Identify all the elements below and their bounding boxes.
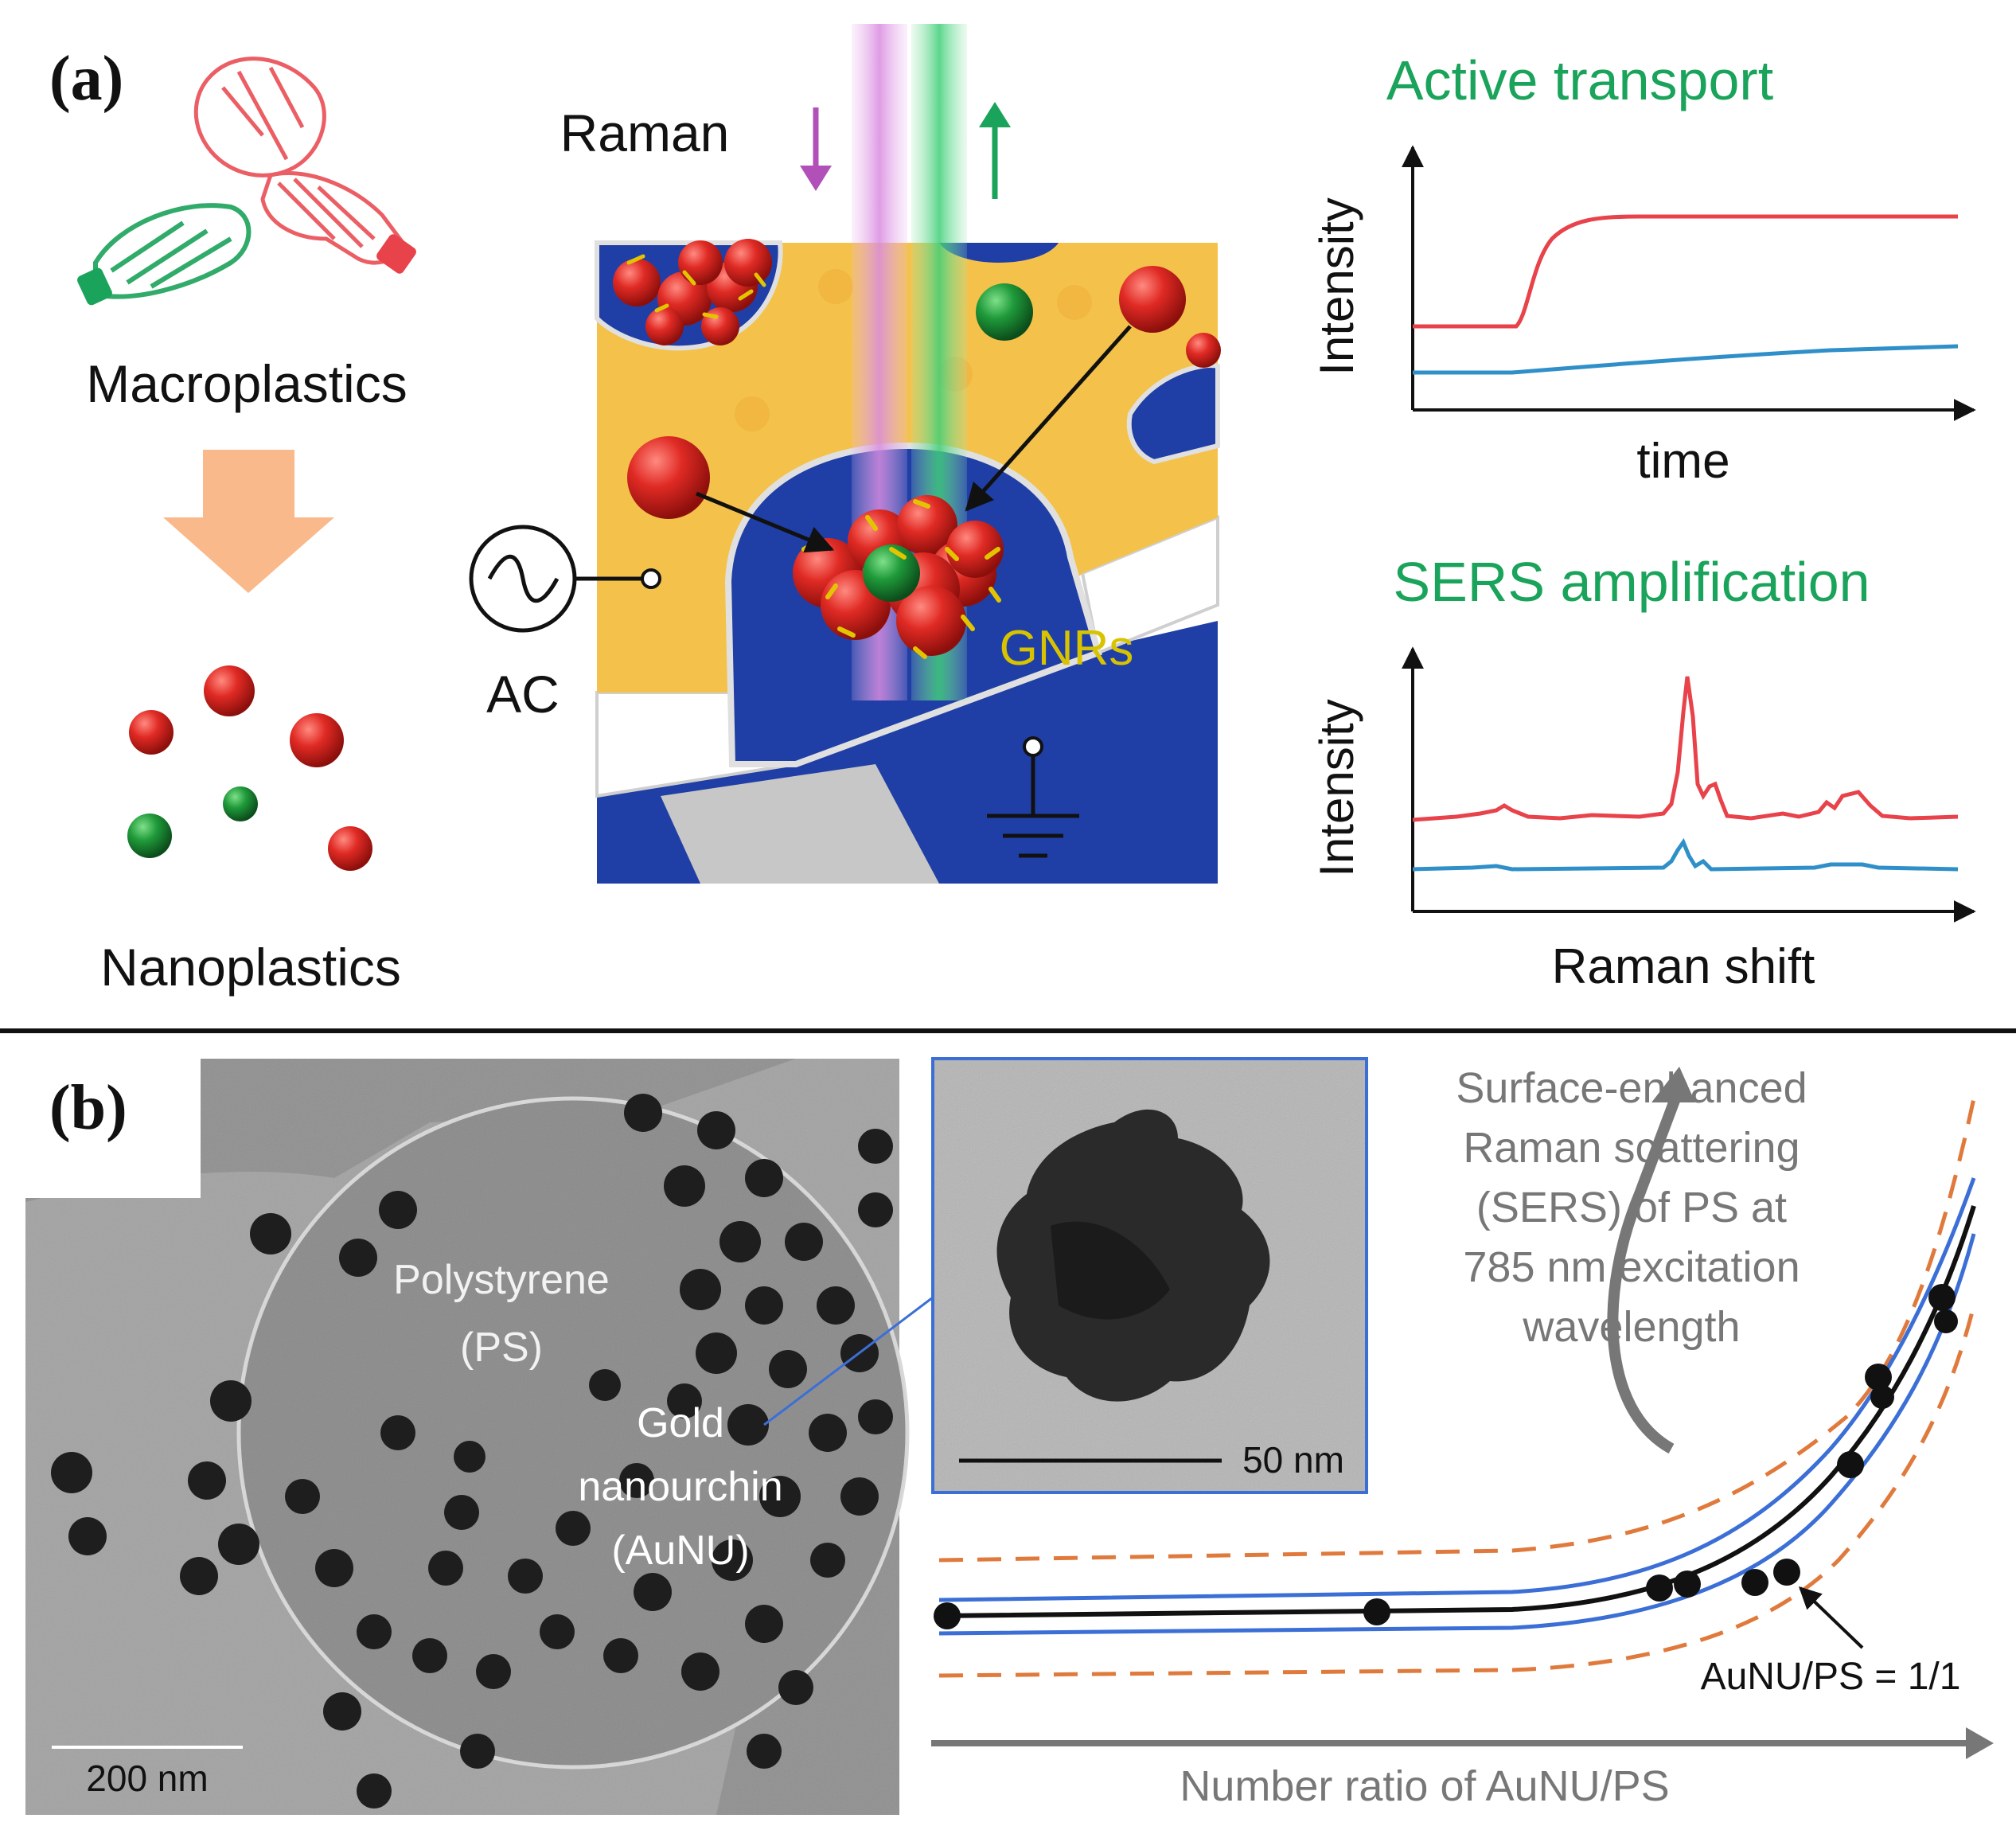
sers-annotation-line1: Surface-enhanced [1456, 1064, 1807, 1112]
data-point [1674, 1571, 1701, 1598]
down-arrow-icon [163, 450, 334, 593]
ac-label: AC [486, 665, 560, 724]
data-point [1865, 1364, 1892, 1391]
x-axis-arrowhead-icon [1966, 1727, 1994, 1759]
ps-label-line2: (PS) [460, 1325, 543, 1371]
active-transport-red-curve [1413, 214, 1958, 329]
panel-a-label: (a) [49, 44, 123, 114]
confidence-band-lower [938, 1233, 1976, 1636]
prediction-band-upper [938, 1098, 1976, 1563]
data-point [1646, 1574, 1673, 1602]
sers-annotation-line2: Raman scattering [1463, 1124, 1800, 1172]
panel-b: (b) Polystyrene (PS) Gold nanourchin (Au… [25, 1057, 1994, 1815]
sers-annotation: Surface-enhanced Raman scattering (SERS)… [1456, 1064, 1807, 1351]
active-transport-ylabel: Intensity [1310, 197, 1363, 375]
sers-annotation-line5: wavelength [1522, 1303, 1740, 1351]
panel-b-label: (b) [49, 1073, 127, 1143]
data-point [1934, 1309, 1958, 1333]
ratio-marker-arrow [1798, 1586, 1864, 1649]
increase-arrow [1607, 1096, 1681, 1454]
sers-ylabel: Intensity [1310, 699, 1363, 876]
data-point [1870, 1385, 1894, 1409]
active-transport-xlabel: time [1636, 434, 1729, 489]
confidence-band-upper [938, 1177, 1976, 1602]
sers-blue-spectrum [1412, 837, 1959, 872]
data-point [1928, 1284, 1956, 1311]
sers-amplification-plot: SERS amplification Intensity Raman shift [1310, 551, 1976, 994]
sers-xlabel: Raman shift [1552, 939, 1815, 994]
data-point [1837, 1451, 1864, 1478]
tem-scalebar-label: 200 nm [86, 1758, 208, 1799]
data-point [1741, 1569, 1768, 1596]
panel-a: (a) Macroplastics [49, 24, 1976, 997]
device-illustration [595, 24, 1221, 884]
ac-source-icon [469, 525, 661, 633]
sers-annotation-line4: 785 nm excitation [1463, 1243, 1800, 1291]
aunu-label-line1: Gold [637, 1400, 724, 1446]
inset-tem-image [931, 1057, 1368, 1494]
prediction-band-lower [938, 1305, 1976, 1678]
macroplastics-label: Macroplastics [86, 354, 407, 413]
ratio-plot-xlabel: Number ratio of AuNU/PS [1180, 1762, 1669, 1810]
nanoplastics-label: Nanoplastics [100, 938, 401, 997]
active-transport-blue-curve [1413, 344, 1959, 375]
gold-nanoparticles [51, 1094, 893, 1809]
aunu-label-line3: (AuNU) [611, 1528, 749, 1574]
fit-curve [938, 1205, 1976, 1618]
sers-red-spectrum [1412, 676, 1959, 822]
inset-scalebar-label: 50 nm [1242, 1439, 1344, 1481]
data-point [1363, 1598, 1390, 1625]
raman-in-arrow-icon [800, 107, 832, 191]
ratio-marker-label: AuNU/PS = 1/1 [1701, 1656, 1961, 1698]
sers-amplification-title: SERS amplification [1393, 551, 1870, 613]
active-transport-title: Active transport [1386, 49, 1773, 111]
aunu-label-line2: nanourchin [578, 1464, 782, 1510]
active-transport-plot: Active transport Intensity time [1310, 49, 1976, 489]
sers-ratio-plot: Surface-enhanced Raman scattering (SERS)… [931, 1064, 1994, 1810]
macroplastic-bottles-illustration [77, 57, 416, 306]
inset-connector-line [763, 1296, 934, 1426]
raman-label: Raman [560, 103, 730, 162]
data-point [934, 1602, 961, 1629]
raman-out-arrow-icon [979, 102, 1011, 199]
ps-label-line1: Polystyrene [393, 1257, 610, 1303]
gnrs-label: GNRs [1000, 621, 1134, 676]
nanoplastic-particles [127, 665, 372, 871]
data-point [1773, 1559, 1800, 1586]
data-points [934, 1284, 1958, 1629]
increase-arrowhead-icon [1651, 1067, 1695, 1102]
tem-image [25, 1059, 910, 1815]
